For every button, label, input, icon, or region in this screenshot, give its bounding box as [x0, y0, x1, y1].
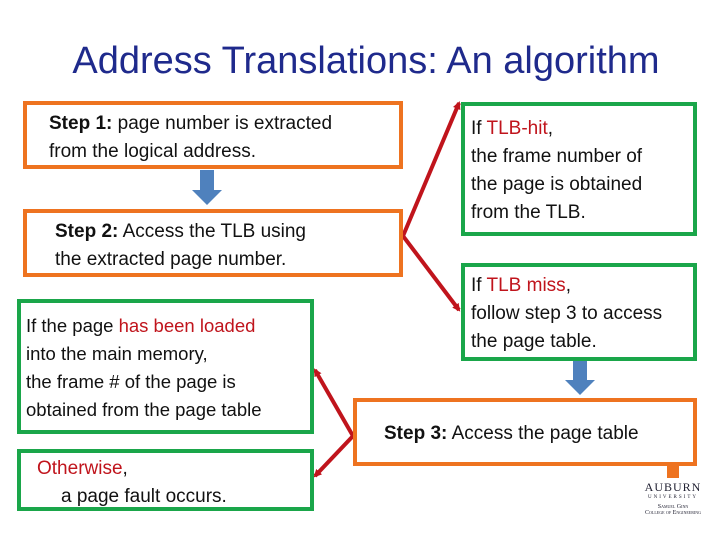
auburn-logo: AUBURN UNIVERSITY Samuel Ginn College of…: [628, 462, 718, 516]
hit-post: ,: [547, 118, 554, 139]
blue-down-arrow-1: [192, 170, 222, 205]
arrow-to-page-fault: [313, 434, 355, 478]
miss-line2: follow step 3 to access: [471, 303, 663, 324]
miss-pre: If: [471, 275, 487, 296]
hit-line2: the frame number of: [471, 146, 643, 167]
loaded-box: If the page has been loaded into the mai…: [17, 299, 314, 434]
loaded-line4: obtained from the page table: [26, 399, 262, 420]
arrow-to-tlb-miss: [401, 234, 461, 312]
tower-icon: [667, 462, 679, 478]
miss-red: TLB miss: [486, 275, 566, 296]
loaded-red: has been loaded: [118, 315, 256, 336]
page-fault-box: Otherwise, a page fault occurs.: [17, 449, 314, 511]
hit-pre: If: [471, 118, 487, 139]
logo-sub: UNIVERSITY: [648, 495, 698, 500]
logo-name: AUBURN: [644, 480, 702, 494]
step2-box: Step 2: Access the TLB using the extract…: [23, 209, 403, 277]
otherwise-line2: a page fault occurs.: [61, 486, 227, 507]
step1-box: Step 1: page number is extracted from th…: [23, 101, 403, 169]
otherwise-post: ,: [122, 458, 128, 479]
arrow-to-loaded: [313, 368, 355, 437]
step2-line2: the extracted page number.: [55, 249, 287, 270]
step2-text: Access the TLB using: [118, 221, 307, 242]
miss-post: ,: [565, 275, 571, 296]
step1-text: page number is extracted: [112, 113, 333, 134]
hit-line4: from the TLB.: [471, 202, 586, 223]
miss-line3: the page table.: [471, 331, 597, 352]
loaded-line2: into the main memory,: [26, 343, 208, 364]
slide-title: Address Translations: An algorithm: [72, 40, 660, 82]
step3-label: Step 3:: [384, 423, 448, 444]
arrow-to-tlb-hit: [401, 101, 461, 237]
tlb-hit-box: If TLB-hit, the frame number of the page…: [461, 102, 697, 236]
step2-label: Step 2:: [55, 221, 119, 242]
blue-down-arrow-2: [565, 361, 595, 395]
step1-label: Step 1:: [49, 113, 113, 134]
hit-red: TLB-hit: [486, 118, 548, 139]
step3-text: Access the page table: [447, 423, 639, 444]
logo-college1: Samuel Ginn: [657, 504, 689, 510]
otherwise-red: Otherwise: [37, 458, 123, 479]
hit-line3: the page is obtained: [471, 174, 643, 195]
loaded-pre: If the page: [26, 315, 119, 336]
loaded-line3: the frame # of the page is: [26, 371, 236, 392]
tlb-miss-box: If TLB miss, follow step 3 to access the…: [461, 263, 697, 361]
step3-box: Step 3: Access the page table: [353, 398, 697, 466]
step1-line2: from the logical address.: [49, 141, 256, 162]
logo-college2: College of Engineering: [645, 510, 701, 516]
